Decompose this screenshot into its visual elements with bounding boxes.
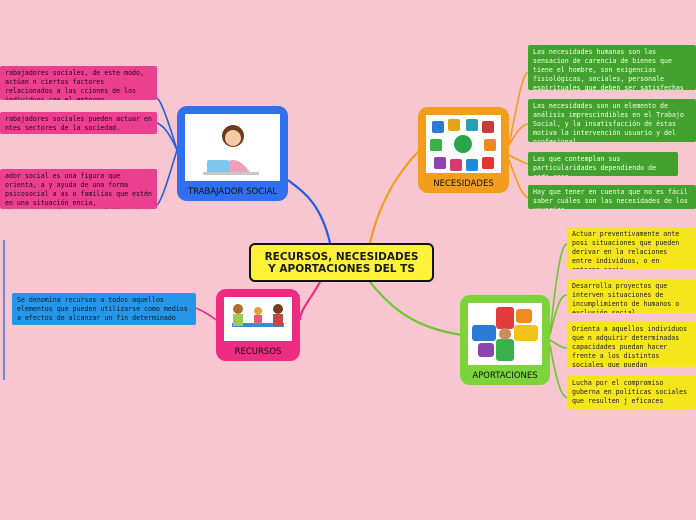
trabajador-leaf-2[interactable]: rabajadores sociales pueden actuar en nt… [0,112,157,134]
hub-label: TRABAJADOR SOCIAL [187,187,278,197]
hub-label: APORTACIONES [472,371,538,381]
hub-trabajador-social[interactable]: TRABAJADOR SOCIAL [177,106,288,201]
necesidades-leaf-1[interactable]: Las necesidades humanas son las sensacio… [528,45,696,90]
aportaciones-leaf-3[interactable]: Orienta a aquellos individuos que n adqu… [567,322,696,367]
aportaciones-leaf-1[interactable]: Actuar preventivamente ante posi situaci… [567,227,696,269]
hub-recursos[interactable]: RECURSOS [216,289,300,361]
recursos-illustration [224,297,292,341]
trabajador-illustration [185,114,280,181]
aportaciones-leaf-2[interactable]: Desarrolla proyectos que interven situac… [567,279,696,313]
link-center-trabajador [287,179,332,244]
hub-aportaciones[interactable]: APORTACIONES [460,295,550,385]
necesidades-leaf-2[interactable]: Las necesidades son un elemento de análi… [528,99,696,142]
central-topic[interactable]: RECURSOS, NECESIDADES Y APORTACIONES DEL… [249,243,434,282]
hub-label: RECURSOS [234,347,282,357]
trabajador-leaf-3[interactable]: ador social es una figura que orienta, a… [0,169,157,209]
link-center-necesidades [368,149,421,244]
trabajador-leaf-1[interactable]: rabajadores sociales, de este modo, actú… [0,66,157,100]
hub-label: NECESIDADES [433,179,494,189]
hub-necesidades[interactable]: NECESIDADES [418,107,509,193]
link-center-recursos [298,281,321,321]
link-center-aportaciones [369,281,463,337]
necesidades-icons-illustration [426,115,501,173]
aportaciones-hands-illustration [468,303,542,365]
necesidades-leaf-3[interactable]: Las que contemplan sus particularidades … [528,152,678,176]
recursos-leaf-1[interactable]: Se denomina recursos a todos aquellos el… [12,293,196,325]
aportaciones-leaf-4[interactable]: Lucha por el compromiso guberna en polít… [567,376,696,410]
necesidades-leaf-4[interactable]: Hay que tener en cuenta que no es fácil … [528,185,696,209]
